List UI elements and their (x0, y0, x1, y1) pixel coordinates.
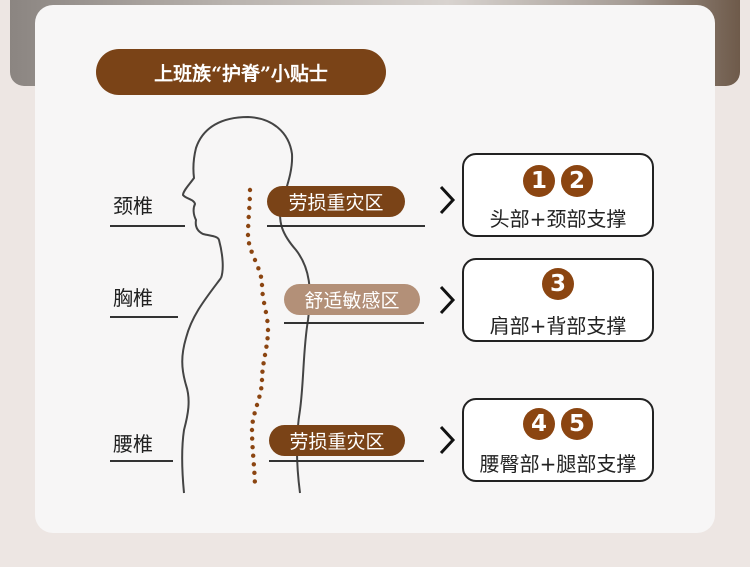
comfort-tag: 舒适敏感区 (284, 284, 420, 315)
number-badge: 1 (523, 165, 555, 197)
spine-dot (254, 402, 260, 408)
support-box-head-neck: 1 2 头部+颈部支撑 (462, 153, 654, 237)
region-underline (110, 225, 185, 227)
support-box-waist-legs: 4 5 腰臀部+腿部支撑 (462, 398, 654, 482)
spine-dot (261, 361, 266, 366)
spine-dot (249, 427, 255, 433)
tag-underline (284, 322, 424, 324)
number-badge: 3 (542, 268, 574, 300)
spine-dot (263, 309, 269, 315)
spine-dot (252, 411, 257, 416)
spine-dot (261, 300, 267, 306)
head-outline (181, 115, 311, 494)
spine-dot (250, 453, 256, 458)
strain-tag: 劳损重灾区 (269, 425, 405, 456)
number-badge: 5 (561, 408, 593, 440)
spine-dot (250, 419, 255, 424)
spine-dot (259, 282, 265, 288)
chevron-right-icon (439, 185, 456, 215)
support-text: 头部+颈部支撑 (489, 207, 627, 231)
spine-dot (252, 479, 258, 484)
spine-dot (250, 444, 255, 450)
tag-underline (267, 225, 425, 227)
support-text: 肩部+背部支撑 (489, 314, 627, 338)
number-badge: 2 (561, 165, 593, 197)
spine-dot (260, 369, 265, 374)
spine-dot (251, 462, 257, 467)
spine-dot (262, 352, 268, 358)
spine-dot (258, 274, 264, 279)
region-underline (110, 460, 173, 462)
tag-underline (269, 460, 424, 462)
region-label-lumbar: 腰椎 (113, 432, 153, 456)
spine-dot (247, 205, 252, 211)
spine-dot (249, 436, 255, 441)
spine-dot (249, 249, 254, 254)
spine-dot (265, 318, 270, 324)
spine-dot (256, 266, 261, 271)
spine-dot (265, 327, 271, 333)
strain-tag: 劳损重灾区 (267, 186, 405, 217)
spine-dot (260, 291, 265, 297)
spine-dot (252, 470, 257, 476)
region-label-thoracic: 胸椎 (113, 286, 153, 310)
spine-dot (259, 386, 264, 391)
region-underline (110, 316, 178, 318)
spine-dot (246, 241, 252, 246)
support-box-shoulder-back: 3 肩部+背部支撑 (462, 258, 654, 342)
page-title: 上班族“护脊”小贴士 (96, 49, 386, 95)
spine-dot (257, 394, 262, 399)
chevron-right-icon (439, 285, 456, 315)
spine-dot (246, 223, 251, 229)
spine-dot (264, 344, 269, 349)
spine-dot (245, 232, 251, 238)
chevron-right-icon (439, 425, 456, 455)
spine-dot (252, 257, 258, 263)
spine-dots (245, 187, 271, 484)
spine-dot (247, 187, 253, 193)
region-label-cervical: 颈椎 (113, 194, 153, 218)
spine-dot (259, 377, 265, 383)
spine-dot (246, 214, 251, 220)
spine-dot (265, 336, 270, 341)
number-badge: 4 (523, 408, 555, 440)
back-outline (181, 277, 222, 494)
support-text: 腰臀部+腿部支撑 (479, 452, 637, 476)
spine-dot (247, 196, 252, 202)
